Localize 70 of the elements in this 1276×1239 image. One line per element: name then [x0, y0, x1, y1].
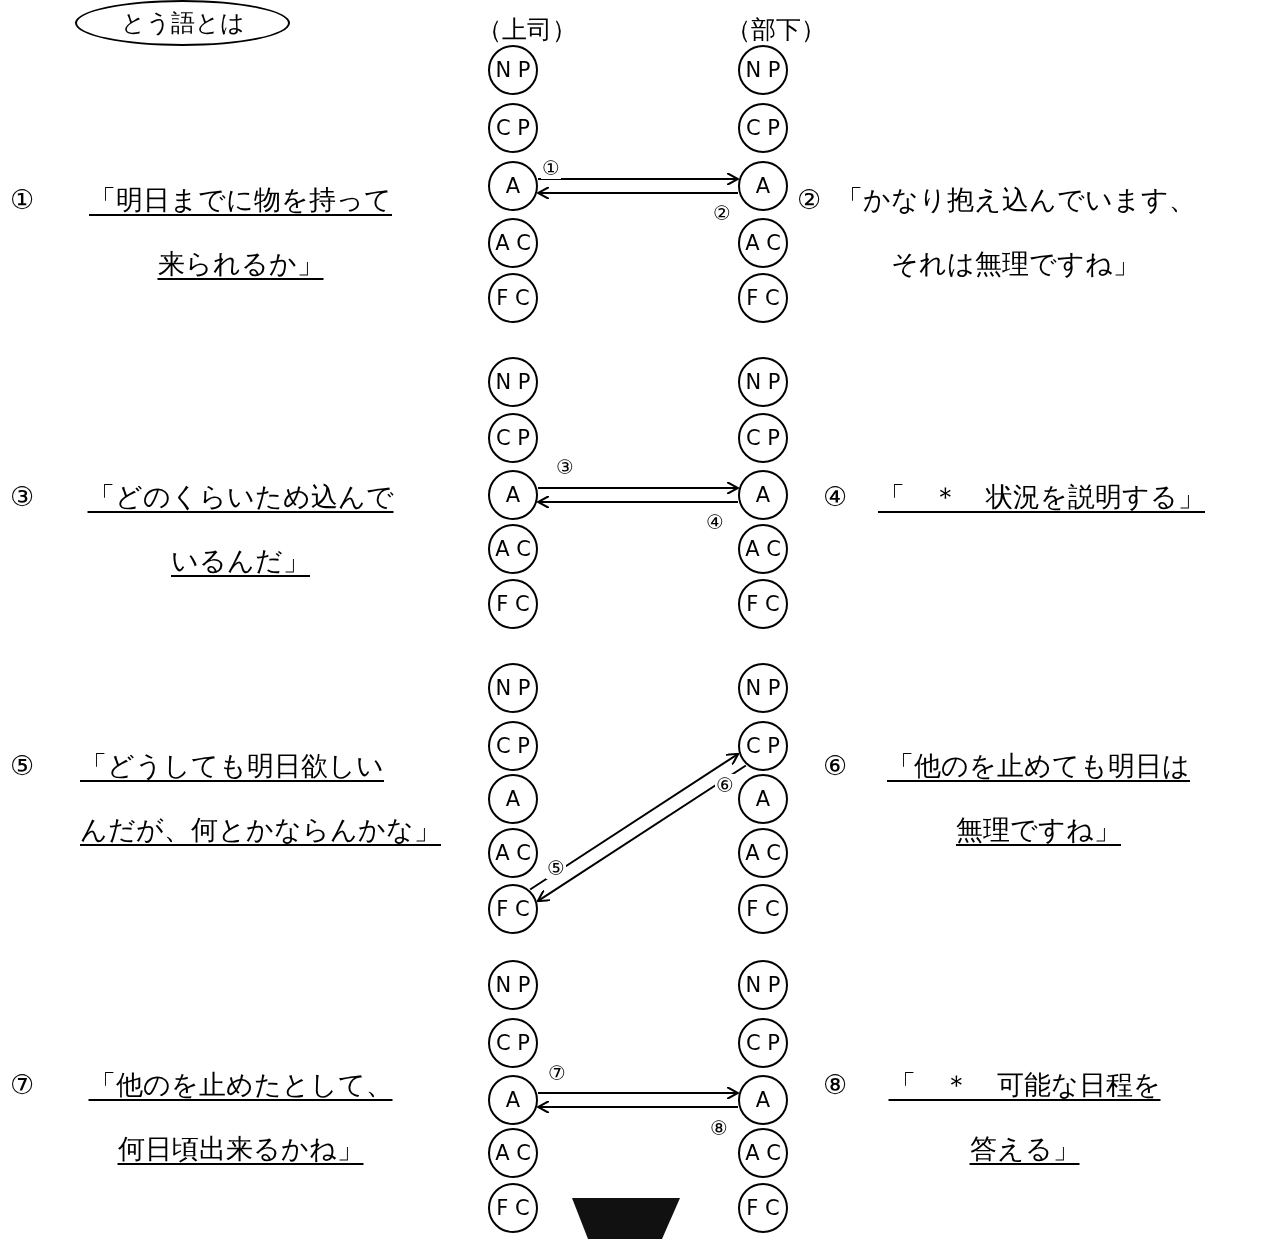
ego-state-circle: N P [738, 960, 788, 1010]
trapezoid-mark [572, 1198, 680, 1239]
ego-state-circle: A C [488, 1128, 538, 1178]
speech-quote: 「どうしても明日欲しいんだが、何とかならんかな」 [80, 749, 442, 847]
speech-quote: 「 ＊ 可能な日程を答える」 [887, 1068, 1162, 1166]
ego-state-circle: A C [488, 524, 538, 574]
ego-state-circle: N P [738, 357, 788, 407]
arrow [537, 1100, 739, 1114]
arrow [529, 752, 740, 891]
ego-state-circle: C P [488, 413, 538, 463]
speech-quote: 「他のを止めたとして、何日頃出来るかね」 [87, 1068, 394, 1166]
ego-state-circle: C P [488, 1018, 538, 1068]
ego-state-circle: A C [488, 218, 538, 268]
speech-quote: 「明日までに物を持って来られるか」 [88, 183, 393, 281]
step-number: ① [10, 183, 35, 217]
column-heading: （上司） [477, 14, 577, 46]
ego-state-circle: N P [488, 960, 538, 1010]
ego-state-circle: F C [738, 273, 788, 323]
step-number: ⑦ [10, 1068, 35, 1102]
ego-state-circle: N P [738, 45, 788, 95]
arrow [537, 495, 739, 509]
edge-label: ① [541, 157, 561, 179]
speech-quote: 「他のを止めても明日は無理ですね」 [886, 749, 1191, 847]
arrow [537, 481, 739, 495]
ego-state-circle: F C [488, 1183, 538, 1233]
step-number: ③ [10, 480, 35, 514]
step-number: ④ [823, 480, 848, 514]
ego-state-circle: N P [488, 45, 538, 95]
speech-quote: 「 ＊ 状況を説明する」 [878, 480, 1206, 514]
step-number: ② [797, 183, 822, 217]
arrow [537, 1086, 739, 1100]
ego-state-circle: C P [738, 721, 788, 771]
column-heading: （部下） [726, 14, 826, 46]
ego-state-circle: N P [738, 663, 788, 713]
ego-state-circle: A [488, 774, 538, 824]
ego-state-circle: F C [488, 884, 538, 934]
step-number: ⑤ [10, 749, 35, 783]
ego-state-circle: F C [738, 579, 788, 629]
ego-state-circle: A C [738, 218, 788, 268]
ego-state-circle: F C [488, 579, 538, 629]
step-number: ⑥ [823, 749, 848, 783]
arrow [537, 172, 739, 186]
ego-state-circle: C P [488, 721, 538, 771]
ego-state-circle: A [738, 1075, 788, 1125]
ego-state-circle: A [738, 161, 788, 211]
ego-state-circle: A [738, 470, 788, 520]
ego-state-circle: N P [488, 357, 538, 407]
ego-state-circle: A C [738, 828, 788, 878]
ego-state-circle: A [488, 470, 538, 520]
ego-state-circle: C P [738, 103, 788, 153]
ego-state-circle: F C [488, 273, 538, 323]
ego-state-circle: C P [738, 413, 788, 463]
ego-state-circle: F C [738, 884, 788, 934]
edge-label: ⑤ [546, 857, 566, 879]
arrow [537, 186, 739, 200]
ego-state-circle: N P [488, 663, 538, 713]
ego-state-circle: A C [488, 828, 538, 878]
ego-state-circle: F C [738, 1183, 788, 1233]
ego-state-circle: C P [488, 103, 538, 153]
ego-state-circle: C P [738, 1018, 788, 1068]
ego-state-circle: A [488, 161, 538, 211]
speech-quote: 「かなり抱え込んでいます、それは無理ですね」 [834, 183, 1197, 281]
ego-state-circle: A [488, 1075, 538, 1125]
title-ellipse: とう語とは [75, 0, 290, 46]
ego-state-circle: A C [738, 524, 788, 574]
speech-quote: 「どのくらいため込んでいるんだ」 [86, 480, 395, 578]
ego-state-circle: A [738, 774, 788, 824]
step-number: ⑧ [823, 1068, 848, 1102]
ego-state-circle: A C [738, 1128, 788, 1178]
arrow [536, 764, 747, 903]
